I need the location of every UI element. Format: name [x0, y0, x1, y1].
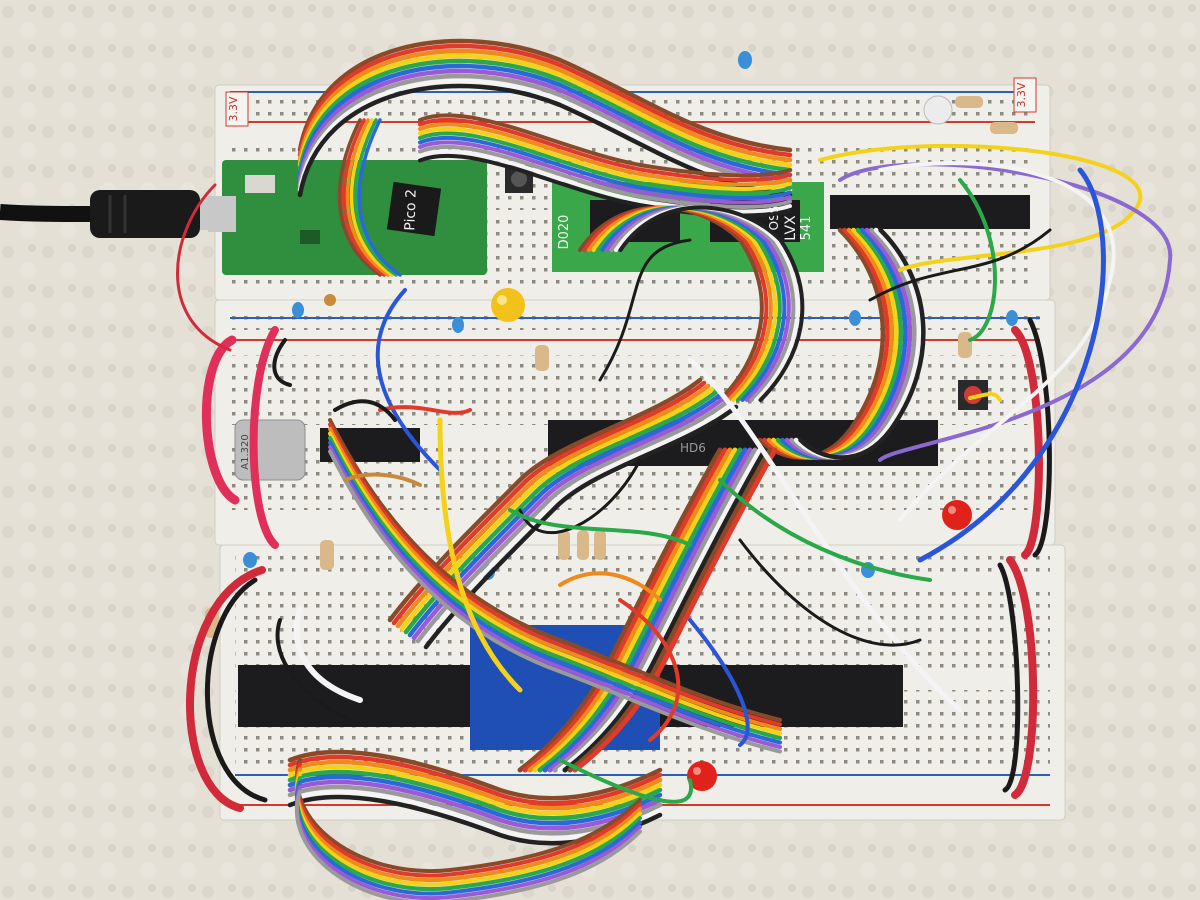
ribbon-8-wire-4 — [353, 118, 398, 277]
ribbon-1-wire-4 — [418, 131, 792, 196]
ribbon-1-wire-1 — [418, 117, 792, 182]
ribbon-7-wire-7 — [295, 789, 642, 900]
ribbon-0-wire-4 — [297, 58, 793, 173]
ribbon-9-wire-4 — [328, 436, 782, 740]
ribbon-7-wire-5 — [295, 780, 642, 896]
usb-cable-icon — [0, 190, 230, 238]
led-icon — [491, 288, 525, 322]
ribbon-9-wire-2 — [328, 427, 782, 731]
ribbon-9-wire-6 — [328, 445, 782, 749]
adapter-left-label: D020 — [557, 215, 572, 250]
ribbon-cable-icon — [287, 38, 926, 900]
ribbon-6-wire-5 — [287, 774, 663, 826]
ribbon-9-wire-1 — [328, 422, 782, 727]
ribbon-0-wire-2 — [297, 48, 793, 163]
ribbon-5-wire-8 — [557, 447, 763, 773]
ribbon-6-wire-4 — [287, 769, 663, 821]
ribbon-0-wire-7 — [297, 73, 793, 188]
ribbon-5-wire-10 — [567, 447, 773, 773]
adapter-mid-label: LVX — [783, 215, 799, 241]
ribbon-7-wire-3 — [295, 771, 642, 887]
rail-label-right: 3.3V — [1013, 77, 1037, 113]
ribbon-0-wire-6 — [297, 68, 793, 183]
ribbon-5-wire-9 — [562, 447, 768, 773]
ribbon-7-wire-4 — [295, 776, 642, 892]
ribbon-7-wire-6 — [295, 785, 642, 900]
ribbon-1-wire-0 — [418, 113, 792, 178]
ribbon-3-wire-9 — [798, 227, 926, 460]
ribbon-5-wire-5 — [542, 447, 748, 773]
ribbon-5-wire-7 — [552, 447, 758, 773]
ribbon-0-wire-0 — [297, 38, 793, 153]
ribbon-6-wire-2 — [287, 759, 663, 811]
led-red-bottom — [687, 761, 717, 791]
ribbon-7-wire-2 — [295, 767, 642, 883]
ribbon-9-wire-5 — [328, 440, 782, 745]
rail-label-left: 3.3V — [225, 91, 249, 127]
ribbon-1-wire-8 — [418, 149, 792, 214]
crystal-icon: A1.320 — [234, 419, 306, 481]
ribbon-0-wire-3 — [297, 53, 793, 168]
ribbon-5-wire-4 — [537, 447, 743, 773]
ribbon-1-wire-9 — [418, 153, 792, 218]
ribbon-2-wire-9 — [618, 205, 805, 402]
crystal-label: A1.320 — [240, 434, 251, 469]
adapter-number-label: 541 — [799, 216, 814, 241]
ribbon-5-wire-3 — [532, 447, 738, 773]
ribbon-8-wire-0 — [337, 118, 382, 277]
ribbon-1-wire-2 — [418, 122, 792, 187]
cpu-marking: HD6 — [680, 441, 706, 455]
ribbon-0-wire-5 — [297, 63, 793, 178]
ribbon-1-wire-6 — [418, 140, 792, 205]
ribbon-1-wire-5 — [418, 135, 792, 200]
ribbon-5-wire-11 — [572, 447, 778, 773]
pico-model-label: Pico 2 — [402, 189, 419, 231]
dip-chip-top-right — [830, 195, 1030, 229]
capacitor-icon — [243, 51, 1018, 580]
ribbon-5-wire-1 — [522, 447, 728, 773]
ribbon-0-wire-1 — [297, 43, 793, 158]
ribbon-9-wire-0 — [328, 418, 782, 722]
ribbon-8-wire-1 — [341, 118, 386, 277]
ribbon-5-wire-2 — [527, 447, 733, 773]
ribbon-1-wire-7 — [418, 144, 792, 209]
ribbon-8-wire-5 — [357, 118, 402, 277]
jumper-wires — [275, 143, 1173, 804]
ribbon-9-wire-3 — [328, 431, 782, 736]
rail-label-right-text: 3.3V — [1015, 82, 1028, 107]
led-clear — [923, 95, 953, 125]
ribbon-7-wire-1 — [295, 762, 642, 878]
ribbon-5-wire-0 — [517, 447, 723, 773]
power-jumpers — [176, 183, 1052, 812]
ribbon-9-wire-7 — [328, 449, 782, 754]
ribbon-6-wire-1 — [287, 754, 663, 806]
rail-label-left-text: 3.3V — [227, 96, 240, 121]
ribbon-6-wire-3 — [287, 764, 663, 816]
ribbon-7-wire-0 — [295, 758, 642, 874]
ribbon-0-wire-8 — [297, 78, 793, 193]
ribbon-8-wire-2 — [345, 118, 390, 277]
ribbon-8-wire-3 — [349, 118, 394, 277]
ribbon-1-wire-3 — [418, 126, 792, 191]
led-red-right — [942, 500, 972, 530]
ribbon-5-wire-6 — [547, 447, 753, 773]
